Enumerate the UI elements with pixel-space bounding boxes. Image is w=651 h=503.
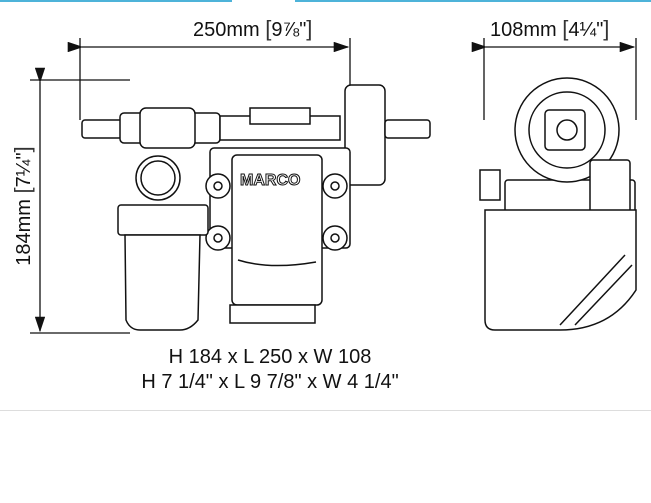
divider bbox=[0, 410, 651, 411]
width-dimension-label: 108mm [4¼"] bbox=[490, 16, 609, 42]
height-dimension-label: 184mm [7¼"] bbox=[10, 131, 36, 281]
width-mm: 108mm bbox=[490, 19, 557, 41]
bracket: ] bbox=[603, 16, 610, 41]
bracket: ] bbox=[306, 16, 313, 41]
height-mm: 184mm bbox=[13, 199, 35, 266]
bracket: ] bbox=[10, 146, 35, 153]
bracket: [ bbox=[10, 187, 35, 194]
pump-side-view bbox=[479, 77, 637, 331]
summary-imperial: H 7 1/4" x L 9 7/8" x W 4 1/4" bbox=[141, 371, 399, 393]
summary-metric: H 184 x L 250 x W 108 bbox=[168, 346, 372, 368]
brand-logo: MARCO bbox=[240, 172, 300, 189]
top-accent-bar-right bbox=[295, 0, 651, 2]
bracket: [ bbox=[265, 16, 272, 41]
filter-bowl bbox=[124, 234, 201, 331]
length-mm: 250mm bbox=[193, 19, 260, 41]
length-inch: 9⅞" bbox=[271, 19, 307, 41]
length-dimension-label: 250mm [9⅞"] bbox=[193, 16, 312, 42]
pump-front-view: MARCO bbox=[81, 84, 431, 331]
bracket: [ bbox=[562, 16, 569, 41]
width-inch: 4¼" bbox=[568, 19, 604, 41]
top-accent-bar-left bbox=[0, 0, 232, 2]
height-inch: 7¼" bbox=[13, 152, 35, 188]
